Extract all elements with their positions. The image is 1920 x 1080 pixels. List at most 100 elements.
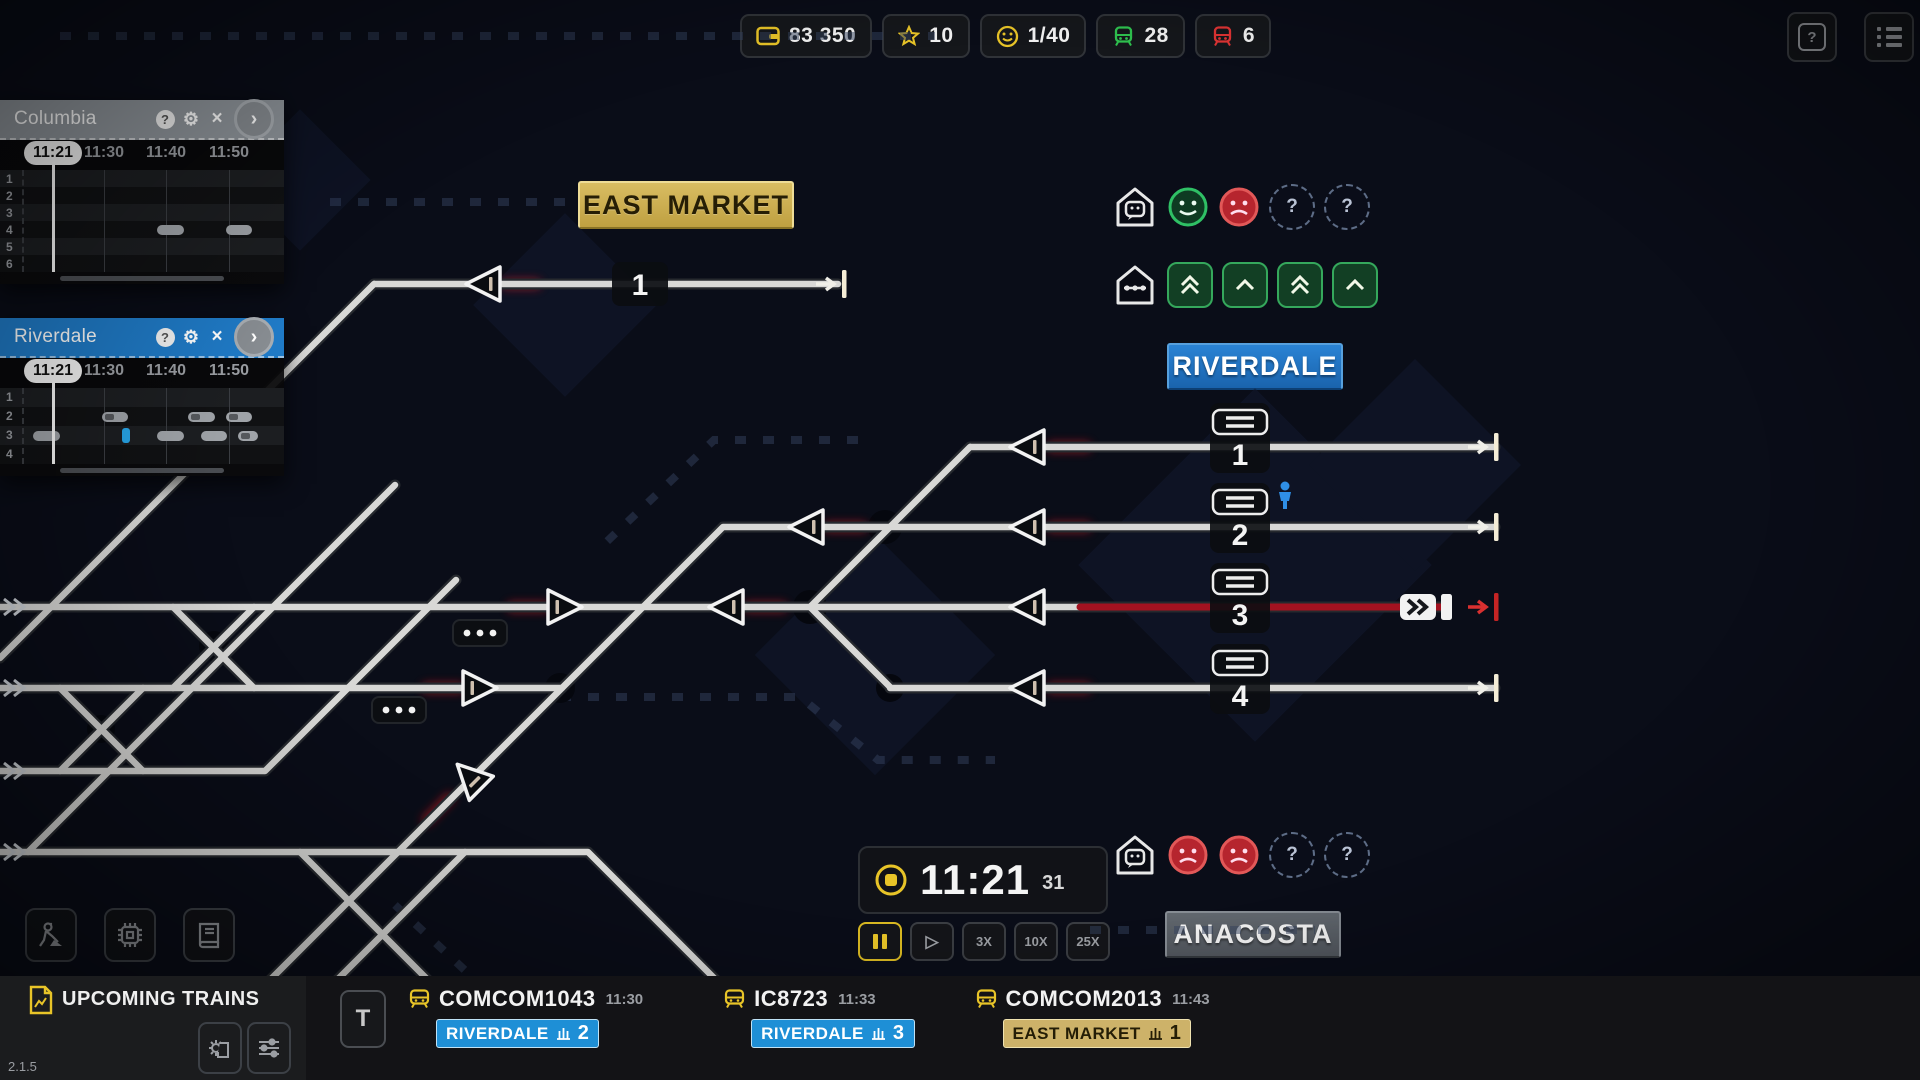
row-label: 1 (6, 172, 13, 186)
train-icon (976, 989, 996, 1008)
svg-text:2: 2 (1232, 519, 1249, 552)
time-tick: 11:50 (208, 144, 250, 161)
time-ruler: 11:21 11:30 11:40 11:50 (0, 140, 284, 170)
timetable-block[interactable] (238, 430, 259, 441)
current-time-line (52, 162, 55, 272)
timetable-block[interactable] (225, 411, 253, 422)
signal-approach-p2[interactable] (787, 508, 825, 546)
gear-document-icon (209, 1040, 229, 1058)
timetable-panel-riverdale: Riverdale ? ⚙ × › 11:21 11:30 11:40 11:5… (0, 317, 284, 476)
version-label: 2.1.5 (8, 1059, 37, 1074)
row-label: 2 (6, 409, 13, 423)
signal-platform-4[interactable] (1008, 669, 1046, 707)
filter-trains-button[interactable] (247, 1022, 291, 1074)
list-menu-icon (1876, 27, 1902, 47)
question-icon: ? (155, 109, 175, 129)
time-tick: 11:40 (145, 362, 187, 379)
upcoming-trains-header-section: Upcoming Trains 2.1.5 (0, 976, 306, 1080)
row-label: 4 (6, 223, 13, 237)
time-tick: 11:30 (83, 144, 125, 161)
upcoming-train-entry[interactable]: COMCOM2013 11:43 East Market 1 (975, 986, 1210, 1080)
upcoming-train-entry[interactable]: IC8723 11:33 Riverdale 3 (723, 986, 915, 1080)
panel-scrollbar[interactable] (0, 272, 284, 284)
timetable-block[interactable] (122, 428, 131, 443)
train-id: COMCOM1043 (439, 986, 596, 1011)
panel-settings-button[interactable]: ⚙ (178, 109, 204, 130)
signal-line2-right[interactable] (461, 669, 499, 707)
timetable-block[interactable] (101, 411, 129, 422)
signal-main-right[interactable] (546, 588, 584, 626)
menu-button[interactable] (1864, 12, 1914, 62)
timetable-block[interactable] (33, 430, 60, 441)
destination-badge[interactable]: East Market 1 (1002, 1019, 1192, 1048)
panel-help-button[interactable]: ? (152, 327, 178, 347)
construction-mode-button[interactable] (25, 908, 77, 962)
construction-worker-icon (39, 922, 62, 947)
timetable-doc-icon (29, 985, 53, 1015)
window-controls: ? (1787, 12, 1914, 62)
more-routes-badge[interactable] (452, 619, 508, 647)
train-time: 11:43 (1172, 990, 1210, 1008)
train-on-track[interactable] (1400, 594, 1452, 620)
timetable-rows[interactable]: 1 2 3 4 (0, 382, 284, 464)
svg-text:3: 3 (1232, 599, 1249, 632)
signal-glows (421, 280, 1090, 826)
upcoming-train-entry[interactable]: COMCOM1043 11:30 Riverdale 2 (408, 986, 643, 1080)
close-icon: × (211, 108, 223, 129)
timetable-body[interactable]: 11:21 11:30 11:40 11:50 1 2 3 4 5 6 (0, 140, 284, 284)
panel-help-button[interactable]: ? (152, 109, 178, 129)
question-icon: ? (155, 327, 175, 347)
row-label: 3 (6, 206, 13, 220)
destination-badge[interactable]: Riverdale 2 (436, 1019, 600, 1048)
panel-title: Riverdale (14, 326, 97, 347)
panel-expand-button[interactable]: › (234, 99, 274, 139)
chip-icon (118, 923, 142, 947)
panel-scrollbar[interactable] (0, 464, 284, 476)
gear-icon: ⚙ (182, 108, 200, 129)
row-label: 1 (6, 390, 13, 404)
timetable-block[interactable] (157, 430, 184, 441)
automation-button[interactable] (104, 908, 156, 962)
help-button[interactable]: ? (1787, 12, 1837, 62)
upcoming-trains-bar: Upcoming Trains 2.1.5 T COMCOM (0, 976, 1920, 1080)
timetable-block[interactable] (225, 224, 253, 235)
auto-accept-button[interactable] (198, 1022, 242, 1074)
signal-platform-2[interactable] (1008, 508, 1046, 546)
train-time: 11:30 (605, 990, 644, 1008)
timetable-block[interactable] (157, 224, 184, 235)
panel-header[interactable]: Riverdale ? ⚙ × › (0, 317, 284, 358)
timetable-body[interactable]: 11:21 11:30 11:40 11:50 1 2 3 4 (0, 358, 284, 476)
destination-name: Riverdale (761, 1023, 864, 1043)
svg-text:4: 4 (1232, 680, 1249, 713)
chevron-right-icon: › (250, 107, 258, 130)
panel-header[interactable]: Columbia ? ⚙ × › (0, 99, 284, 140)
log-book-button[interactable] (183, 908, 235, 962)
time-tick: 11:40 (145, 144, 187, 161)
signal-platform-1[interactable] (1008, 428, 1046, 466)
timetable-block[interactable] (200, 430, 228, 441)
panel-close-button[interactable]: × (204, 326, 230, 348)
time-tick: 11:50 (208, 362, 250, 379)
sliders-icon (259, 1038, 279, 1058)
panel-settings-button[interactable]: ⚙ (178, 327, 204, 348)
current-time-pill: 11:21 (24, 359, 82, 383)
row-label: 4 (6, 447, 13, 461)
close-icon: × (211, 326, 223, 347)
destination-badge[interactable]: Riverdale 3 (751, 1019, 915, 1048)
timetable-block[interactable] (188, 411, 215, 422)
timetable-rows[interactable]: 1 2 3 4 5 6 (0, 162, 284, 272)
signal-main-left[interactable] (707, 588, 745, 626)
more-routes-badge[interactable] (371, 696, 427, 724)
signal-platform-3[interactable] (1008, 588, 1046, 626)
help-icon: ? (1798, 23, 1826, 51)
row-label: 2 (6, 189, 13, 203)
panel-expand-button[interactable]: › (234, 317, 274, 357)
time-ruler: 11:21 11:30 11:40 11:50 (0, 358, 284, 388)
train-time: 11:33 (838, 990, 876, 1008)
panel-close-button[interactable]: × (204, 108, 230, 130)
current-time-line (52, 382, 55, 464)
east-market-platform-badge[interactable]: 1 (612, 262, 668, 306)
platform-icon (556, 1028, 570, 1040)
